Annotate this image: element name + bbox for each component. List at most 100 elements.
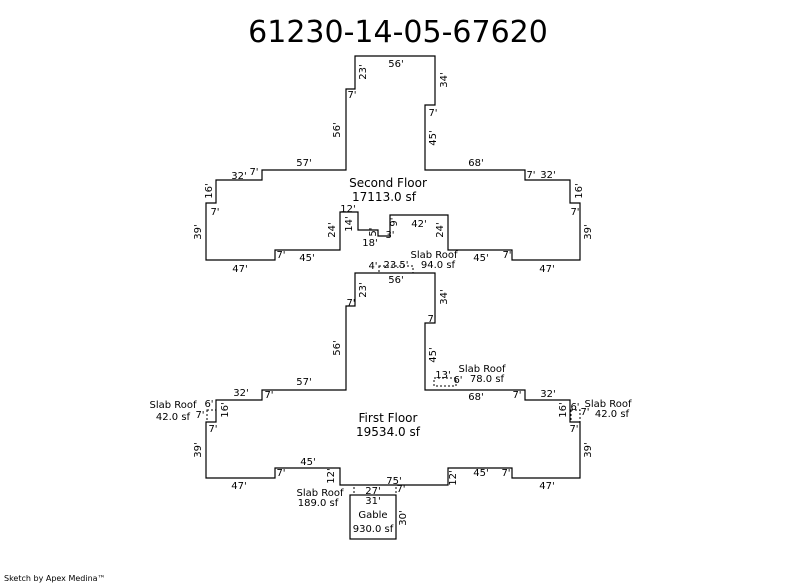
- sf-dim-left-wing-top: 57': [296, 158, 311, 169]
- sf-dim-left-32: 32': [231, 171, 246, 182]
- sf-dim-right-32: 32': [540, 170, 555, 181]
- slab-roof-right-mid: [433, 377, 457, 387]
- slab-roof-top-dim-b: 4': [368, 261, 377, 272]
- ff-dim-bottom-7r: 7': [501, 468, 510, 479]
- ff-dim-step-right: 7': [427, 314, 436, 325]
- slab-roof-bottom-dim-b: 7': [396, 484, 405, 495]
- sketch-credit: Sketch by Apex Medina™: [4, 574, 106, 583]
- sf-dim-left-39: 39': [193, 224, 204, 239]
- slab-roof-bottom-name: Slab Roof: [296, 488, 344, 499]
- second-floor-label: Second Floor: [349, 176, 427, 190]
- sf-dim-top-right: 34': [439, 72, 450, 87]
- slab-roof-top-area: 94.0 sf: [421, 260, 456, 271]
- sf-dim-left-7: 7': [210, 207, 219, 218]
- ff-dim-left-7: 7': [208, 424, 217, 435]
- ff-dim-top: 56': [388, 275, 403, 286]
- ff-dim-top-right: 34': [439, 289, 450, 304]
- ff-dim-bottom-45r: 45': [473, 468, 488, 479]
- slab-roof-right-dim-b: 7': [580, 407, 589, 418]
- sf-dim-right-16: 16': [574, 183, 585, 198]
- gable-area: 930.0 sf: [353, 524, 394, 535]
- gable-outline: [349, 494, 397, 540]
- sf-dim-inner-3: 3': [385, 230, 394, 241]
- sf-dim-step-right: 7': [428, 108, 437, 119]
- slab-roof-right-dim-a: 6': [570, 402, 579, 413]
- sf-dim-right-7: 7': [570, 207, 579, 218]
- slab-roof-right-mid-dim-a: 13': [435, 370, 450, 381]
- second-floor-outline: [205, 55, 581, 261]
- second-floor-area: 17113.0 sf: [352, 190, 417, 204]
- sf-dim-inner-24: 24': [327, 222, 338, 237]
- sf-dim-right-upper: 45': [428, 130, 439, 145]
- gable-dim-b: 30': [398, 510, 409, 525]
- slab-roof-left-name: Slab Roof: [149, 400, 197, 411]
- parcel-title: 61230-14-05-67620: [248, 15, 548, 50]
- sf-dim-inner-42: 42': [411, 219, 426, 230]
- sf-dim-left-step: 7': [249, 167, 258, 178]
- sf-dim-right-39: 39': [583, 224, 594, 239]
- first-floor-area: 19534.0 sf: [356, 425, 421, 439]
- ff-dim-bottom-12r: 12': [448, 470, 459, 485]
- sf-dim-inner-9: 9': [389, 217, 400, 226]
- ff-dim-left-upper: 56': [332, 340, 343, 355]
- sf-dim-bottom-7: 7': [276, 250, 285, 261]
- gable-dim-a: 31': [365, 496, 380, 507]
- ff-dim-bottom-75: 75': [386, 476, 401, 487]
- ff-dim-left-16: 16': [220, 402, 231, 417]
- ff-dim-left-39: 39': [193, 442, 204, 457]
- gable-name: Gable: [358, 510, 387, 521]
- ff-dim-right-wing-top: 68': [468, 392, 483, 403]
- slab-roof-right-mid-name: Slab Roof: [458, 364, 506, 375]
- sf-dim-left-16: 16': [204, 183, 215, 198]
- sf-dim-step-left: 7': [347, 90, 356, 101]
- slab-roof-right-name: Slab Roof: [584, 399, 632, 410]
- ff-dim-right-16: 16': [558, 402, 569, 417]
- sf-dim-bottom-right: 47': [539, 264, 554, 275]
- slab-roof-left: [206, 409, 217, 423]
- ff-dim-bottom-12: 12': [326, 468, 337, 483]
- ff-dim-bottom-right: 47': [539, 481, 554, 492]
- sf-dim-inner-18: 18': [362, 238, 377, 249]
- ff-dim-left-wing-top: 57': [296, 377, 311, 388]
- sf-dim-inner-14: 14': [344, 216, 355, 231]
- ff-dim-right-39: 39': [583, 442, 594, 457]
- first-floor-label: First Floor: [359, 411, 418, 425]
- slab-roof-top: [378, 265, 414, 274]
- ff-dim-bottom-7: 7': [276, 468, 285, 479]
- first-floor-outline: [205, 272, 581, 486]
- ff-dim-bottom-45: 45': [300, 457, 315, 468]
- ff-dim-right-step: 7': [512, 390, 521, 401]
- slab-roof-top-dim-a: 23.5': [383, 260, 408, 271]
- sf-dim-bottom-left: 47': [232, 264, 247, 275]
- sf-dim-inner-12: 12': [340, 204, 355, 215]
- ff-dim-step-left: 7': [346, 298, 355, 309]
- sf-dim-right-wing-top: 68': [468, 158, 483, 169]
- sf-dim-bottom-7r: 7': [502, 250, 511, 261]
- slab-roof-top-name: Slab Roof: [410, 250, 458, 261]
- slab-roof-bottom-dim-a: 27': [365, 486, 380, 497]
- slab-roof-left-dim-b: 7': [195, 410, 204, 421]
- slab-roof-right: [570, 409, 581, 423]
- sf-dim-left-upper: 56': [332, 122, 343, 137]
- ff-dim-top-left: 23': [358, 282, 369, 297]
- ff-dim-right-32: 32': [540, 389, 555, 400]
- sf-dim-top: 56': [388, 59, 403, 70]
- sf-dim-bottom-45: 45': [299, 253, 314, 264]
- slab-roof-left-dim-a: 6': [204, 399, 213, 410]
- ff-dim-bottom-left: 47': [231, 481, 246, 492]
- slab-roof-left-area: 42.0 sf: [156, 412, 191, 423]
- sf-dim-top-left: 23': [358, 64, 369, 79]
- ff-dim-left-step: 7': [264, 390, 273, 401]
- slab-roof-right-mid-area: 78.0 sf: [470, 374, 505, 385]
- sf-dim-inner-24r: 24': [435, 222, 446, 237]
- sf-dim-right-step: 7': [526, 170, 535, 181]
- slab-roof-right-mid-dim-b: 6': [453, 375, 462, 386]
- sf-dim-inner-5: 5': [368, 227, 379, 236]
- slab-roof-right-area: 42.0 sf: [595, 409, 630, 420]
- slab-roof-bottom-area: 189.0 sf: [298, 498, 339, 509]
- sf-dim-bottom-45r: 45': [473, 253, 488, 264]
- ff-dim-right-upper: 45': [428, 347, 439, 362]
- ff-dim-right-7: 7': [569, 424, 578, 435]
- ff-dim-left-32: 32': [233, 388, 248, 399]
